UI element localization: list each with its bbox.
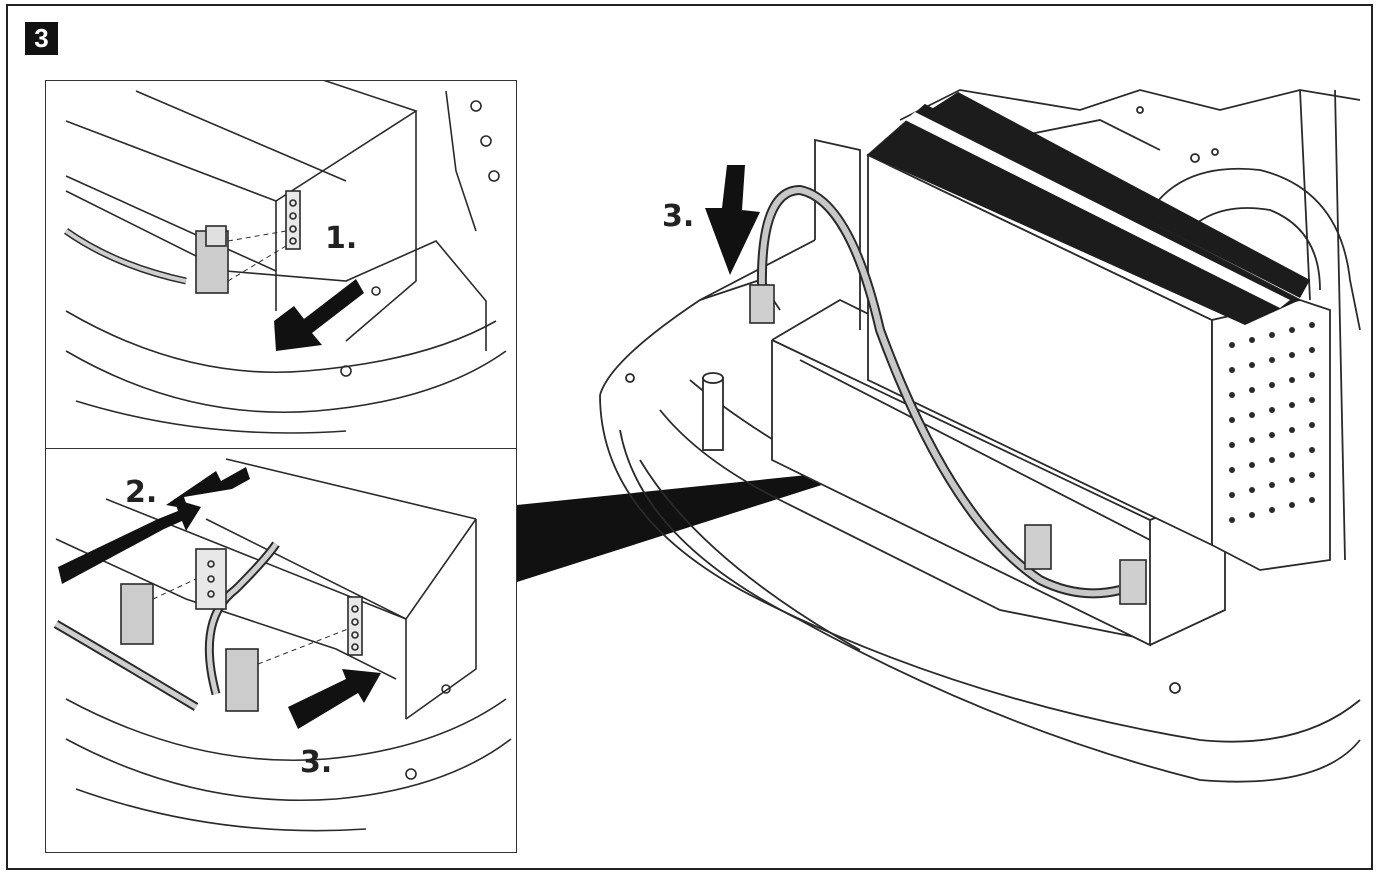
arrow-push-left [166,467,250,509]
step-number-badge: 3 [25,22,58,55]
arrow-push-right [58,499,201,584]
cable-loop [756,184,1122,599]
inset-top-drawing [63,81,507,434]
connector-top [749,284,775,324]
label-step-1: 1. [325,221,357,256]
label-step-3-inset: 3. [300,745,332,780]
inset-bottom-drawing [53,458,512,832]
arrow-insert-down [705,165,760,275]
figure-frame [6,4,1373,870]
label-step-3-main: 3. [662,199,694,234]
arrow-connect [288,669,381,729]
arrow-disconnect [274,279,364,351]
label-step-2: 2. [125,475,157,510]
inset-bottom-reconnect [45,448,517,853]
